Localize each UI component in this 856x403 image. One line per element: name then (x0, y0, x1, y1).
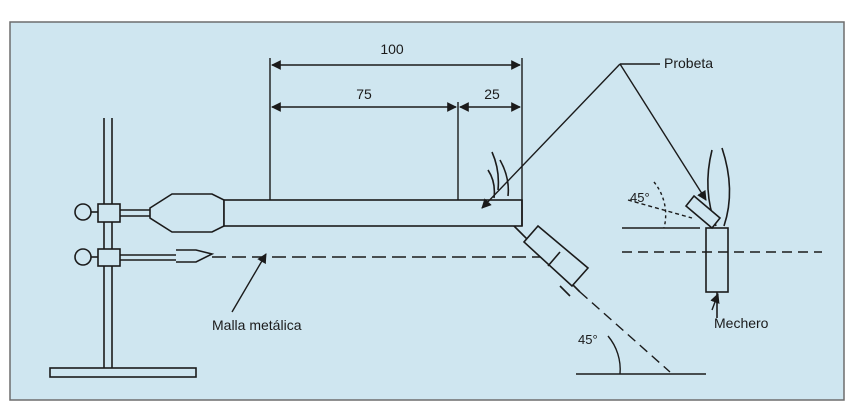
metal-gauze (176, 249, 548, 263)
mechero-label: Mechero (714, 315, 769, 331)
upper-clamp (74, 203, 150, 223)
vertical-burner (684, 147, 731, 318)
dimension-lines (269, 58, 523, 200)
probeta-label: Probeta (664, 55, 713, 71)
ring-stand (49, 118, 197, 378)
upper-angle-label: 45° (630, 190, 650, 205)
dimension-100-label: 100 (380, 41, 404, 57)
lower-angle-label: 45° (578, 332, 598, 347)
leader-lines (231, 63, 720, 313)
lower-angle-reference (576, 291, 706, 375)
tilted-burner (487, 151, 590, 297)
upper-angle-reference (622, 181, 822, 253)
lower-clamp (74, 248, 176, 267)
dimension-25-label: 25 (484, 86, 500, 102)
malla-label: Malla metálica (212, 317, 302, 333)
specimen-bar (149, 193, 523, 233)
dimension-75-label: 75 (356, 86, 372, 102)
